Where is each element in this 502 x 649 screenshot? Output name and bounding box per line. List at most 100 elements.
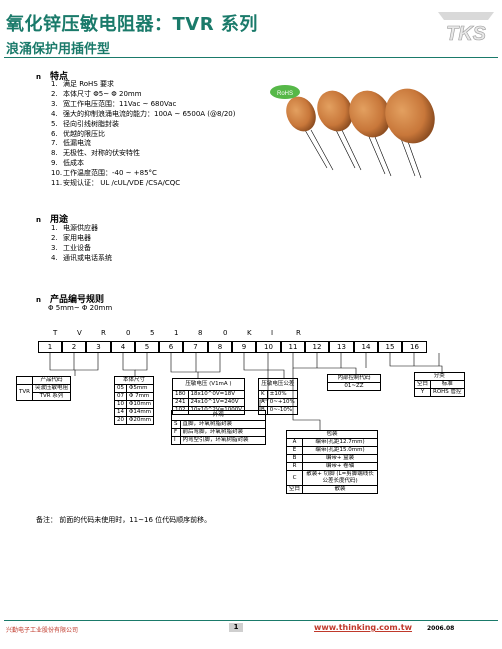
feature-item: 2.本体尺寸 Φ5~ Φ 20mm xyxy=(51,89,142,98)
internal-control-table: 内部控制代码 01~ZZ xyxy=(327,374,381,391)
varistor-disc xyxy=(349,90,391,138)
footer-company: 兴勤电子工业股份有限公司 xyxy=(6,627,79,634)
product-photo: RoHS xyxy=(265,78,455,183)
position-box: 2 xyxy=(62,341,86,353)
page-title: 氧化锌压敏电阻器：TVR 系列 xyxy=(6,14,258,35)
code-letter: 5 xyxy=(150,329,155,337)
feature-item: 3.宽工作电压范围：11Vac ~ 680Vac xyxy=(51,99,177,108)
application-item: 3.工业设备 xyxy=(51,243,91,252)
footer-website-link[interactable]: www.thinking.com.tw xyxy=(314,623,413,632)
position-box: 8 xyxy=(208,341,232,353)
code-letter: 0 xyxy=(126,329,131,337)
position-box: 12 xyxy=(305,341,329,353)
position-box: 13 xyxy=(329,341,354,353)
position-box: 14 xyxy=(354,341,378,353)
feature-item: 5.径向引线树脂封装 xyxy=(51,119,119,128)
position-box: 10 xyxy=(256,341,281,353)
application-item: 4.通讯或电话系统 xyxy=(51,253,112,262)
feature-item: 7.低漏电流 xyxy=(51,139,91,148)
footer-divider xyxy=(4,620,498,621)
table-cell: TVR xyxy=(16,384,33,401)
position-box: 15 xyxy=(378,341,402,353)
table-row: 空白散装 xyxy=(285,485,379,494)
application-item: 1.电源供应器 xyxy=(51,224,98,232)
footer-date: 2006.08 xyxy=(427,625,455,632)
varistor-disc xyxy=(317,90,353,132)
table-header: 外观 xyxy=(171,410,266,421)
feature-item: 6.优越的限压比 xyxy=(51,129,105,138)
applications-heading: n 用途 xyxy=(36,212,68,225)
features-list: 1.满足 RoHS 要求 2.本体尺寸 Φ5~ Φ 20mm 3.宽工作电压范围… xyxy=(51,80,235,189)
code-letter: V xyxy=(77,329,82,337)
position-box: 11 xyxy=(281,341,305,353)
rohs-badge-icon xyxy=(270,85,300,99)
table-header: 内部控制代码 xyxy=(327,374,381,383)
table-header: 包装 xyxy=(285,430,379,439)
logo-text: TKS xyxy=(446,23,487,45)
code-letter: 0 xyxy=(223,329,228,337)
feature-item: 1.满足 RoHS 要求 xyxy=(51,80,114,88)
feature-item: 9.低成本 xyxy=(51,159,84,168)
varistor-disc xyxy=(286,96,316,132)
size-range: Φ 5mm~ Φ 20mm xyxy=(48,304,113,312)
table-row: 空白标准 xyxy=(413,380,465,389)
table-row: K±10% xyxy=(258,390,298,399)
table-header: 压敏电压公差 xyxy=(258,378,298,391)
code-letter: I xyxy=(271,329,274,337)
position-box: 4 xyxy=(111,341,135,353)
position-box: 7 xyxy=(183,341,208,353)
feature-item: 11.安规认证： UL /cUL/VDE /CSA/CQC xyxy=(51,179,181,188)
part-numbering-heading-text: 产品编号规则 xyxy=(50,295,105,305)
features-heading-text: 特点 xyxy=(50,72,69,82)
feature-item: 10.工作温度范围：-40 ~ +85°C xyxy=(51,169,157,178)
part-numbering-heading: n 产品编号规则 xyxy=(36,292,104,305)
table-header: 产品代码 xyxy=(31,376,71,385)
table-header: 压敏电压 (V1mA ) xyxy=(172,378,245,391)
code-letter: T xyxy=(53,329,58,337)
table-header: 本体尺寸 xyxy=(113,376,155,385)
code-letter: 1 xyxy=(174,329,179,337)
applications-heading-text: 用途 xyxy=(50,215,69,225)
position-box: 16 xyxy=(402,341,427,353)
applications-bullet: n xyxy=(36,216,41,224)
position-box: 1 xyxy=(38,341,62,353)
code-letter: R xyxy=(296,329,301,337)
position-box: 9 xyxy=(232,341,256,353)
part-numbering-bullet: n xyxy=(36,296,41,304)
table-header: 分类 xyxy=(414,372,465,381)
company-logo: TKS xyxy=(436,8,496,48)
position-box: 5 xyxy=(135,341,159,353)
code-letter: 8 xyxy=(198,329,203,337)
rohs-badge-text: RoHS xyxy=(277,91,293,97)
code-letter: R xyxy=(101,329,106,337)
table-cell: TVR 系列 xyxy=(31,392,71,401)
feature-item: 4.强大的抑制浪涌电流的能力：100A ~ 6500A (@8/20) xyxy=(51,109,236,118)
table-cell: 突波压敏电阻 xyxy=(31,384,71,393)
varistor-disc xyxy=(385,88,435,144)
position-box: 3 xyxy=(86,341,111,353)
code-letter: K xyxy=(247,329,252,337)
header-divider xyxy=(4,57,498,58)
